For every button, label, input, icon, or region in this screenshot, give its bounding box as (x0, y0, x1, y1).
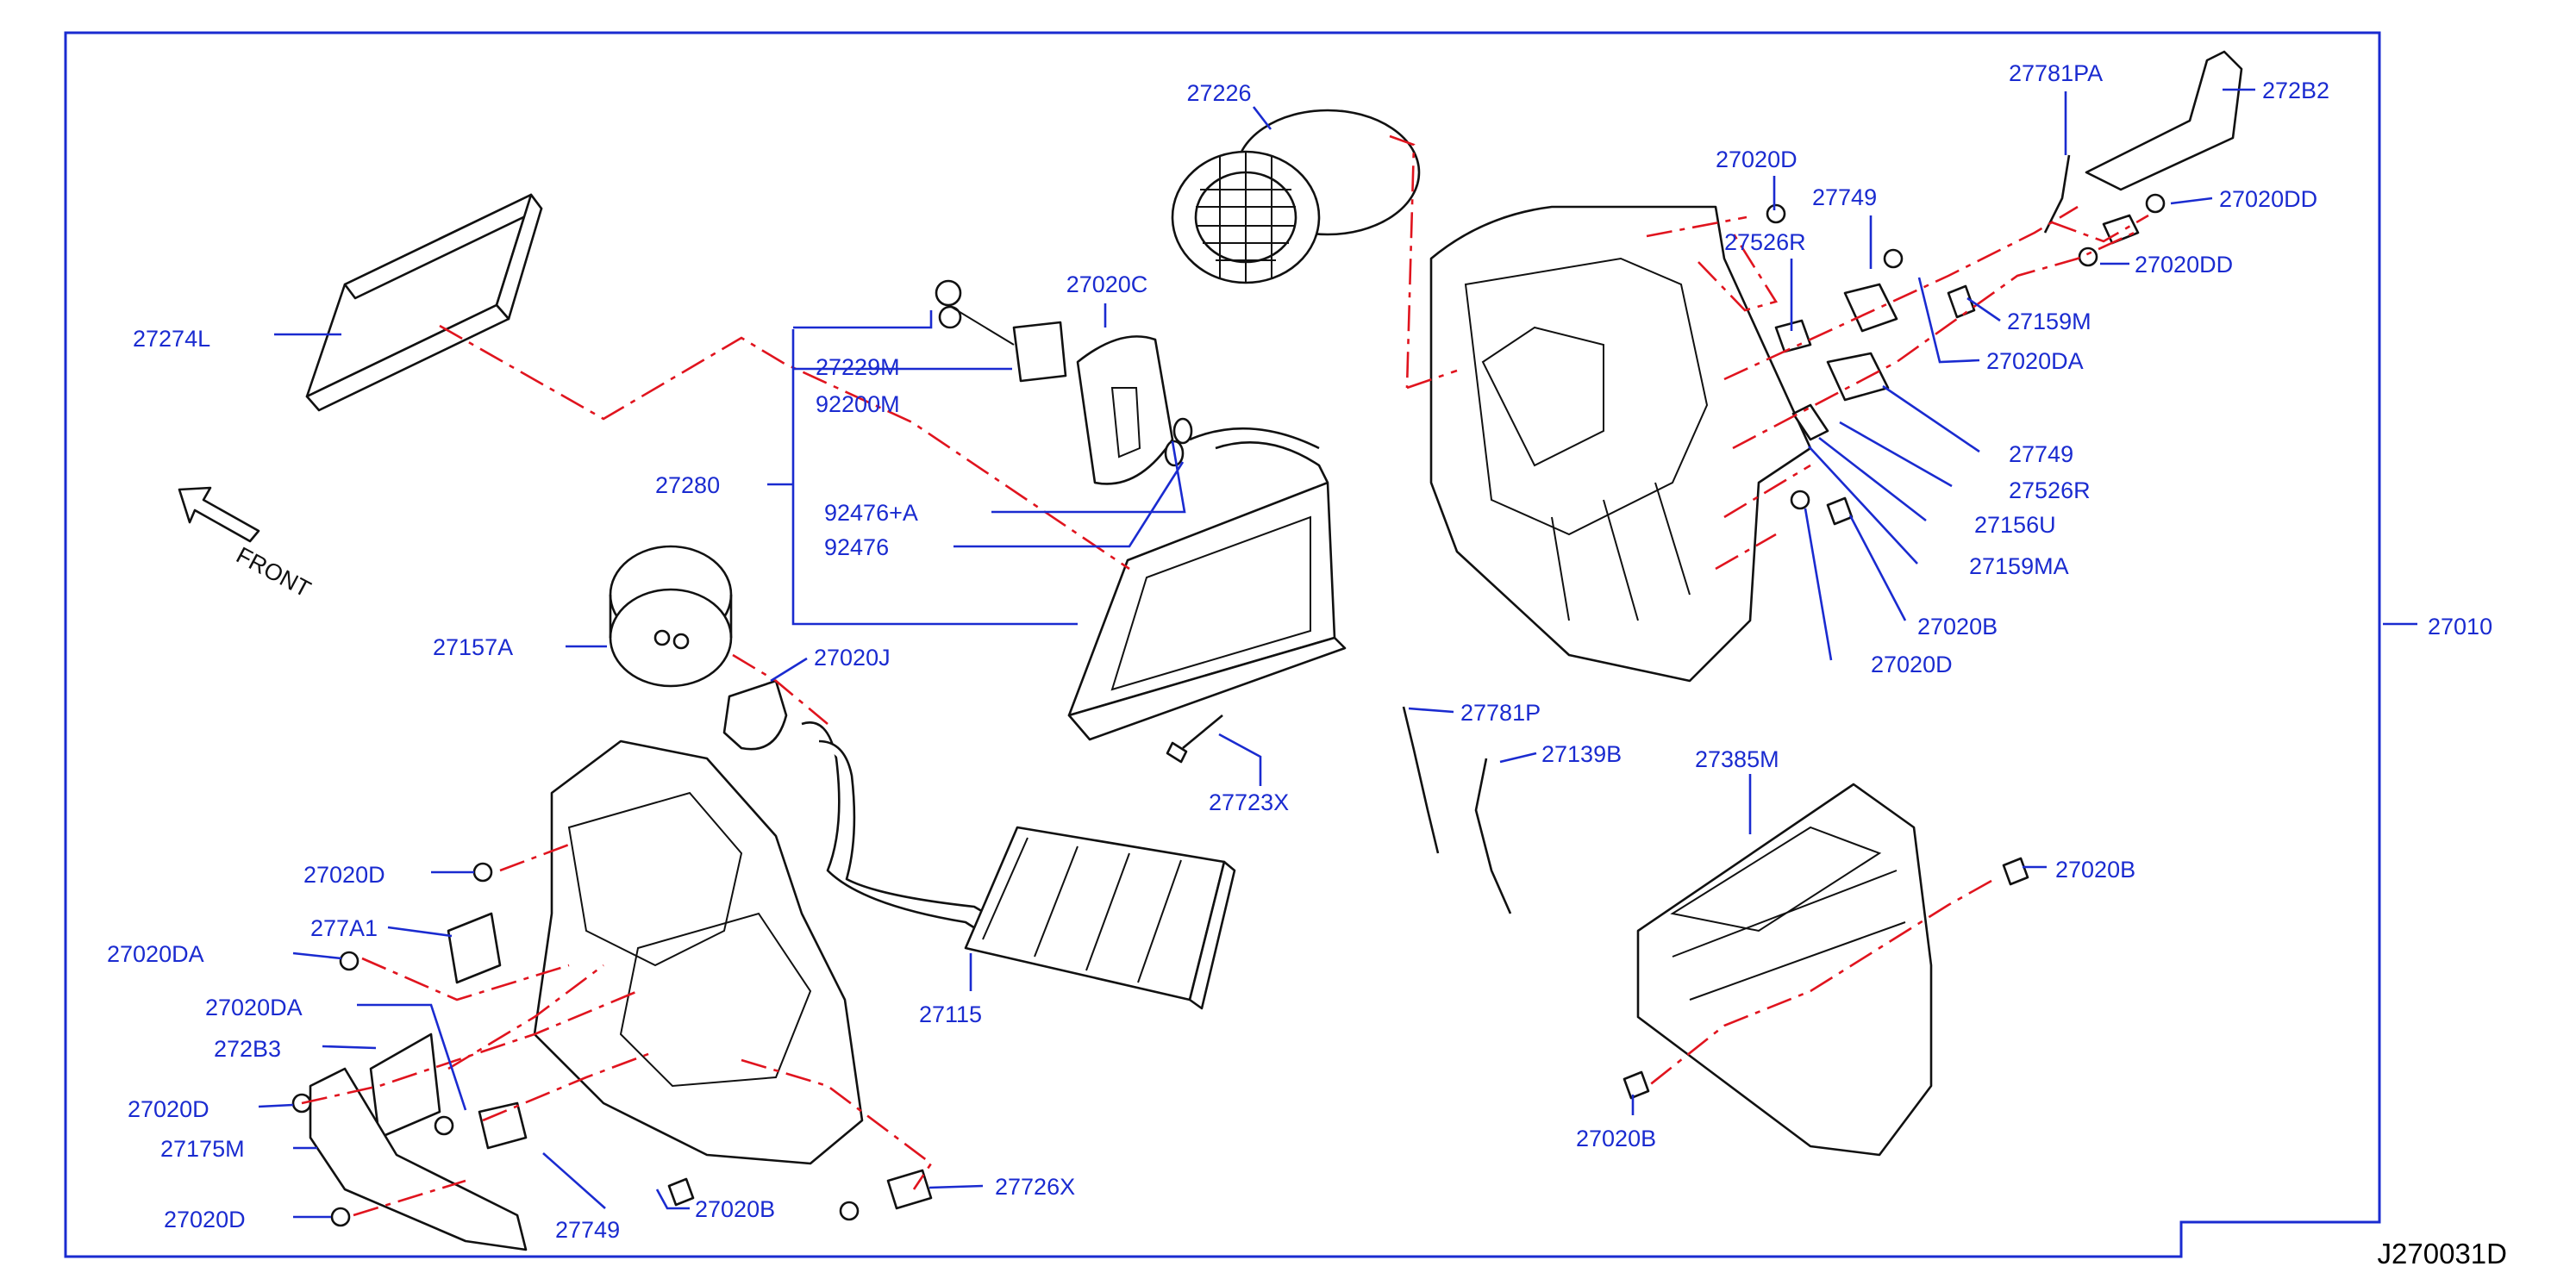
label-27159ma: 27159MA (1969, 553, 2069, 579)
front-label: FRONT (232, 542, 315, 602)
label-27020d-left1: 27020D (303, 862, 385, 888)
label-27020b-case: 27020B (2055, 857, 2135, 883)
screw-27723x-drawing (1166, 714, 1223, 764)
label-27020d-top: 27020D (1716, 147, 1798, 172)
label-27020b-bottom: 27020B (1576, 1126, 1656, 1151)
label-27020d-right: 27020D (1871, 652, 1953, 677)
insulator-drawing (1076, 335, 1174, 485)
diagram-frame (64, 31, 2381, 1258)
label-27020da-right: 27020DA (1986, 348, 2084, 374)
label-27385m: 27385M (1695, 746, 1779, 772)
rods-drawing (1402, 154, 2071, 914)
left-small-parts-drawing (291, 193, 2166, 1251)
label-27159m: 27159M (2007, 309, 2091, 334)
label-27526r-right: 27526R (2009, 477, 2091, 503)
label-27139b: 27139B (1541, 741, 1622, 767)
label-27020d-left3: 27020D (164, 1207, 246, 1232)
housing-lower-left-drawing (533, 739, 864, 1165)
housing-upper-right-drawing (1429, 205, 1812, 683)
label-27526r-top: 27526R (1724, 229, 1806, 255)
label-27175m: 27175M (160, 1136, 245, 1162)
bracket-27020j-drawing (722, 679, 788, 751)
label-27010: 27010 (2428, 614, 2492, 640)
label-27157a: 27157A (433, 634, 513, 660)
label-27781pa: 27781PA (2009, 60, 2103, 86)
label-27280: 27280 (655, 472, 720, 498)
motor-drawing (609, 545, 733, 688)
part-labels: 27226 27274L 27020C 27229M 92200M 27280 … (107, 60, 2492, 1243)
blower-fan-drawing (1171, 109, 1421, 284)
label-27115: 27115 (919, 1001, 982, 1027)
label-27749-top: 27749 (1812, 184, 1877, 210)
label-27020c: 27020C (1066, 271, 1148, 297)
label-27781p: 27781P (1460, 700, 1541, 726)
label-27229m: 27229M (816, 354, 900, 380)
label-92200m: 92200M (816, 391, 900, 417)
label-27020b-right: 27020B (1917, 614, 1998, 640)
expansion-valve-drawing (935, 279, 1067, 383)
label-27749-right: 27749 (2009, 441, 2073, 467)
label-277a1: 277A1 (310, 915, 378, 941)
leader-lines (258, 88, 2417, 1219)
label-272b2: 272B2 (2262, 78, 2329, 103)
duct-272b2-drawing (2085, 50, 2243, 191)
front-direction-arrow: FRONT (178, 486, 315, 602)
cabin-filter-drawing (305, 193, 543, 412)
label-92476: 92476 (824, 534, 889, 560)
label-272b3: 272B3 (214, 1036, 281, 1062)
label-27156u: 27156U (1974, 512, 2056, 538)
label-27020d-left2: 27020D (128, 1096, 209, 1122)
label-27726x: 27726X (995, 1174, 1075, 1200)
label-27274l: 27274L (133, 326, 210, 352)
evaporator-drawing (1067, 417, 1347, 741)
label-27723x: 27723X (1209, 789, 1289, 815)
label-27020da-left2: 27020DA (205, 995, 303, 1020)
actuators-right-drawing (1774, 214, 2140, 441)
label-27020dd-2: 27020DD (2135, 252, 2233, 278)
label-27020b-left: 27020B (695, 1196, 775, 1222)
alignment-lines (301, 134, 2149, 1217)
heater-core-drawing (801, 721, 1236, 1010)
lower-case-drawing (1636, 783, 1933, 1157)
label-27749-bottom: 27749 (555, 1217, 620, 1243)
label-27020dd-1: 27020DD (2219, 186, 2317, 212)
label-92476a: 92476+A (824, 500, 918, 526)
diagram-reference-code: J270031D (2378, 1238, 2507, 1270)
label-27020j: 27020J (814, 645, 891, 671)
label-27020da-left1: 27020DA (107, 941, 204, 967)
label-27226: 27226 (1186, 80, 1251, 106)
